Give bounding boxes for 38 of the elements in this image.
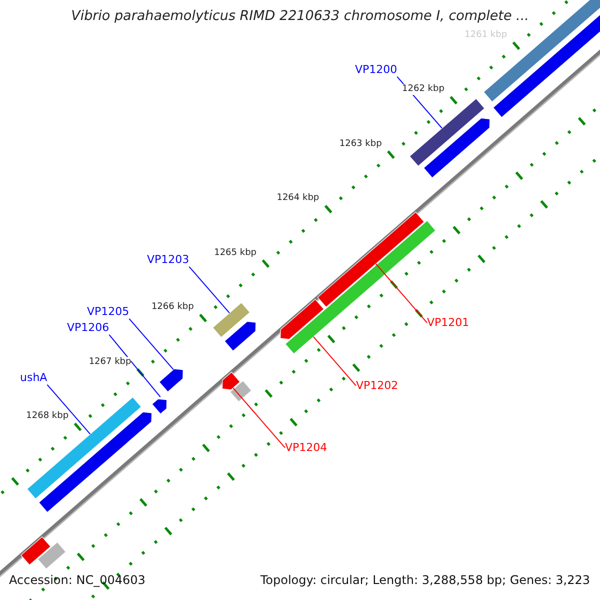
title: Vibrio parahaemolyticus RIMD 2210633 chromosome I, complete ... (71, 8, 529, 24)
gene-bar (423, 118, 490, 178)
gene-bar (37, 542, 66, 570)
leader-line (312, 336, 356, 386)
gene-bar (212, 302, 250, 338)
leader-line (108, 334, 161, 398)
scale-label: 1268 kbp (26, 411, 69, 422)
gene-label: VP1205 (87, 306, 130, 319)
leader-line (46, 384, 91, 435)
leader-line (232, 387, 286, 448)
gene-bar (222, 372, 240, 390)
gene-label: ushA (20, 372, 48, 385)
accession-text: Accession: NC_004603 (9, 574, 146, 588)
gene-bar (280, 298, 324, 340)
leader-line (375, 263, 428, 324)
gene-label: VP1202 (356, 380, 398, 393)
gene-label: VP1203 (147, 254, 190, 267)
scale-label: 1266 kbp (151, 302, 194, 313)
gene-bar (230, 380, 252, 402)
gene-bar (317, 212, 425, 308)
gene-label: VP1204 (285, 442, 328, 455)
gene-bar (20, 536, 52, 566)
gene-bar (26, 396, 142, 500)
scale-label: 1262 kbp (402, 84, 444, 95)
leader-line (128, 318, 174, 370)
scale-label: 1267 kbp (88, 356, 132, 368)
gene-bar (152, 398, 168, 414)
gene-label: VP1201 (427, 317, 470, 330)
leader-line (188, 266, 230, 314)
scale-label: 1263 kbp (339, 138, 382, 150)
gene-bar (409, 98, 486, 167)
gene-label: VP1206 (67, 322, 110, 335)
gene-label: VP1200 (355, 64, 398, 77)
gene-bar (158, 368, 184, 392)
summary-text: Topology: circular; Length: 3,288,558 bp; Genes: 3,223 (260, 574, 590, 588)
scale-label: 1265 kbp (214, 248, 256, 258)
scale-label: 1264 kbp (276, 193, 320, 204)
gene-bar (224, 321, 256, 352)
